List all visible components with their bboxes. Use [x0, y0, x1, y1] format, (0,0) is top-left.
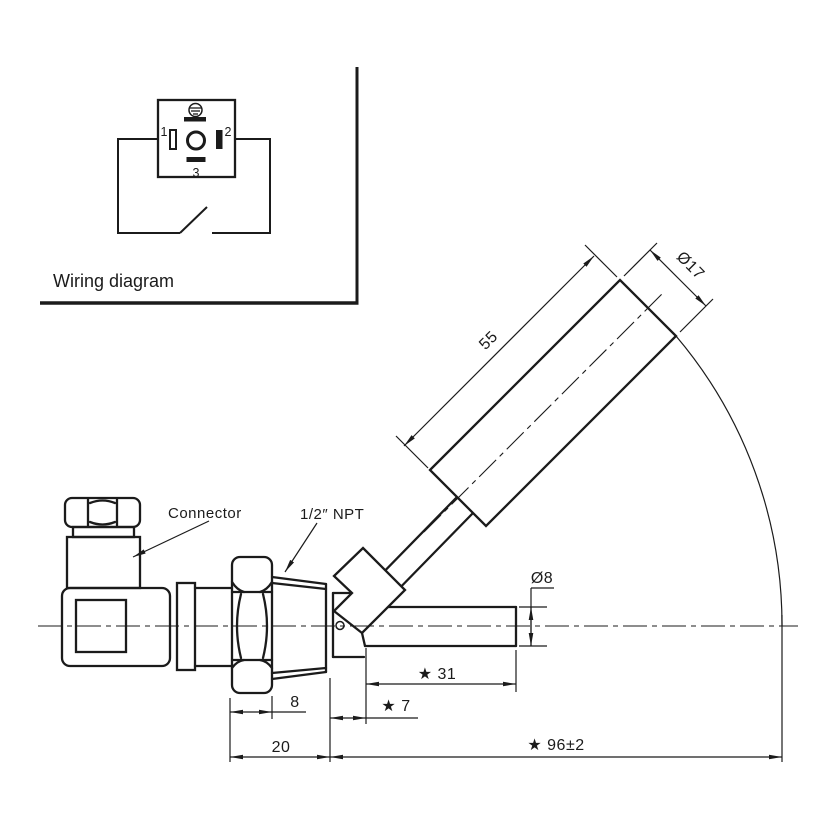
float-assembly: [332, 278, 783, 648]
wire-right: [212, 138, 271, 234]
pin-2-label: 2: [225, 125, 232, 139]
hex-outline: [230, 555, 274, 695]
thread-bottom-outer: [270, 670, 328, 681]
wiring-diagram-inset: 1 2 3 Wiring diagram: [40, 67, 359, 305]
dim-float-diameter: [649, 249, 707, 307]
gland-hex-outline: [63, 496, 142, 529]
ext-line: [679, 298, 714, 333]
connector-body: [65, 535, 142, 590]
thread-length-dim-text: 8: [290, 694, 299, 711]
pin-2-contact: [216, 130, 223, 149]
thread-top-inner: [270, 581, 328, 591]
connector-label: Connector: [168, 505, 242, 522]
hex-chamfer-arc: [258, 658, 274, 670]
ground-symbol-icon: [184, 102, 206, 122]
dimension-lines: [132, 242, 783, 762]
collar-length-dim-text: ★ 7: [381, 698, 410, 715]
overall-length-dim-text: ★ 96±2: [527, 737, 584, 754]
wire-left: [117, 138, 180, 234]
pin-3-contact: [186, 157, 206, 162]
hex-chamfer-arc: [230, 580, 246, 594]
pin-3-label: 3: [193, 166, 200, 180]
ext-line: [584, 244, 618, 278]
hex-nut: [230, 555, 274, 695]
npt-label: 1/2″ NPT: [300, 506, 364, 523]
pin-1-label: 1: [161, 125, 168, 139]
float-centerline: [423, 291, 665, 533]
elbow-block: [332, 546, 407, 635]
pin-1-contact: [169, 129, 177, 150]
dim-float-length: [403, 255, 595, 447]
hex-section-dim-text: 20: [272, 739, 291, 756]
npt-leader: [284, 522, 318, 573]
stem-length-dim-text: ★ 31: [418, 666, 457, 683]
thread-bottom-inner: [270, 666, 328, 675]
angled-stem-upper: [370, 495, 459, 586]
float-swing-arc: [675, 335, 783, 627]
stem-diameter-dim-text: Ø8: [531, 570, 553, 587]
gland-facet-arc: [88, 520, 117, 526]
center-keyway-icon: [186, 130, 206, 151]
angled-stem-lower: [386, 511, 475, 602]
hex-chamfer-arc: [258, 580, 274, 594]
switch-blade: [179, 206, 208, 234]
hex-chamfer-arc: [230, 658, 246, 670]
npt-thread: [270, 575, 366, 681]
ext-line: [623, 242, 658, 277]
ext-line: [395, 435, 429, 469]
elbow-to-tube-joint: [360, 631, 367, 648]
connector-leader: [132, 520, 210, 558]
thread-top-outer: [270, 575, 328, 586]
gland-facet-arc: [88, 499, 117, 505]
connector-housing: [60, 496, 234, 672]
float-length-dim-text: 55: [476, 328, 501, 353]
housing-body: [60, 586, 172, 668]
gland-neck: [71, 525, 136, 539]
wiring-caption: Wiring diagram: [53, 271, 174, 291]
